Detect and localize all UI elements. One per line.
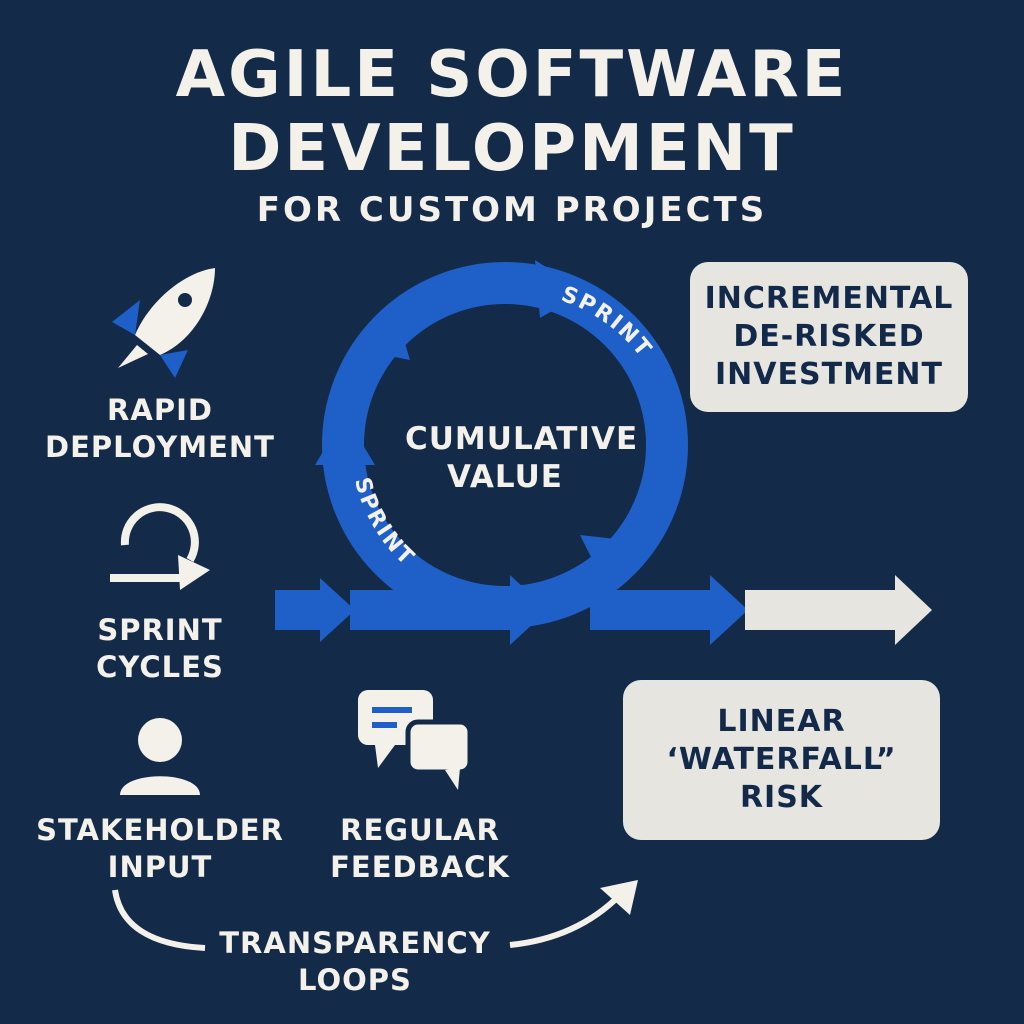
waterfall-arrow	[745, 575, 932, 645]
feature-line: DEPLOYMENT	[45, 430, 275, 464]
person-icon	[120, 718, 200, 795]
callout-line: ‘WATERFALL”	[666, 742, 897, 777]
cumulative-value-label: CUMULATIVE VALUE	[405, 420, 639, 496]
feature-line: CYCLES	[96, 650, 224, 684]
cycle-arrowhead	[580, 535, 625, 575]
loop-line: TRANSPARENCY	[219, 926, 491, 960]
center-line-2: VALUE	[447, 459, 563, 495]
waterfall-callout: LINEAR ‘WATERFALL” RISK	[623, 680, 940, 840]
loop-arrowhead	[600, 880, 638, 915]
callout-line: DE-RISKED	[733, 319, 925, 354]
feature-line: FEEDBACK	[330, 850, 510, 884]
rocket-icon	[112, 268, 215, 378]
timeline-arrow-2	[350, 575, 548, 645]
transparency-loops-label: TRANSPARENCY LOOPS	[200, 925, 510, 999]
feature-line: SPRINT	[97, 613, 223, 647]
feature-line: STAKEHOLDER	[36, 813, 284, 847]
callout-line: LINEAR	[717, 704, 846, 739]
cycle-arrowhead	[360, 310, 410, 360]
feature-regular-feedback: REGULAR FEEDBACK	[300, 812, 540, 886]
feature-rapid-deployment: RAPID DEPLOYMENT	[30, 392, 290, 466]
loop-curve-right	[509, 892, 623, 948]
title-line-2: DEVELOPMENT	[228, 112, 796, 186]
callout-line: RISK	[739, 780, 824, 815]
feature-stakeholder-input: STAKEHOLDER INPUT	[20, 812, 300, 886]
feature-line: REGULAR	[340, 813, 500, 847]
incremental-callout: INCREMENTAL DE-RISKED INVESTMENT	[690, 262, 968, 412]
loop-line: LOOPS	[298, 963, 412, 997]
timeline-arrow-3	[590, 575, 748, 645]
feature-line: INPUT	[107, 850, 213, 884]
loop-curve-left	[112, 889, 206, 951]
center-line-1: CUMULATIVE	[405, 421, 639, 457]
subtitle: FOR CUSTOM PROJECTS	[256, 190, 768, 230]
cycle-arrowhead	[535, 260, 585, 318]
cycle-arrowhead	[315, 415, 375, 465]
cycle-icon	[110, 503, 210, 590]
chat-icon	[358, 690, 473, 790]
callout-line: INCREMENTAL	[704, 281, 954, 316]
feature-sprint-cycles: SPRINT CYCLES	[30, 612, 290, 686]
title-line-1: AGILE SOFTWARE	[175, 38, 849, 112]
callout-line: INVESTMENT	[715, 357, 943, 392]
timeline-arrow-1	[275, 578, 355, 642]
feature-line: RAPID	[107, 393, 213, 427]
